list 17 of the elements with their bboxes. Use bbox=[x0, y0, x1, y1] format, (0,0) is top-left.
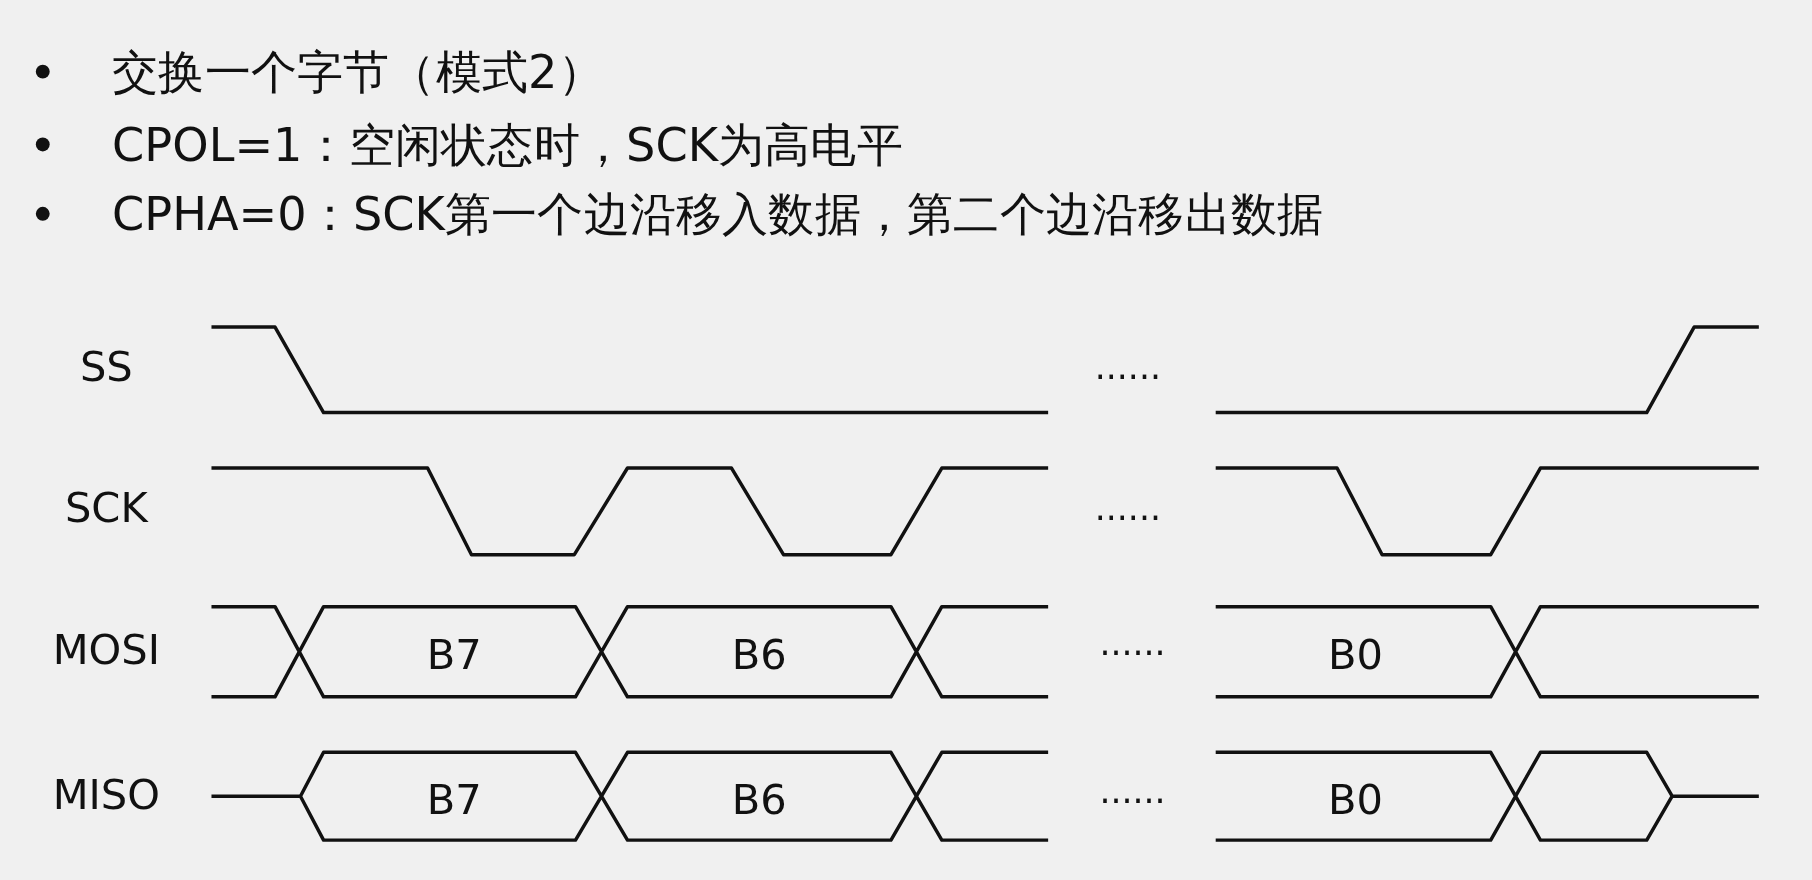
ellipsis: ...... bbox=[1099, 626, 1166, 661]
bit-label: B7 bbox=[426, 778, 482, 821]
bullet-text: CPOL=1：空闲状态时，SCK为高电平 bbox=[112, 121, 903, 168]
bit-label: B6 bbox=[731, 778, 787, 821]
bit-label: B0 bbox=[1328, 778, 1384, 821]
bit-label: B7 bbox=[426, 634, 482, 677]
signal-name: MISO bbox=[52, 774, 160, 816]
signal-name: SCK bbox=[64, 487, 148, 530]
ellipsis: ...... bbox=[1094, 491, 1161, 526]
bit-label: B0 bbox=[1328, 634, 1384, 677]
ellipsis: ...... bbox=[1094, 350, 1161, 385]
bit-label: B6 bbox=[731, 634, 787, 677]
signal-name: MOSI bbox=[52, 629, 160, 672]
bullet-text: 交换一个字节（模式2） bbox=[112, 48, 604, 95]
ellipsis: ...... bbox=[1099, 774, 1166, 809]
signal-name: SS bbox=[79, 346, 133, 389]
bullet-text: CPHA=0：SCK第一个边沿移入数据，第二个边沿移出数据 bbox=[112, 190, 1324, 237]
